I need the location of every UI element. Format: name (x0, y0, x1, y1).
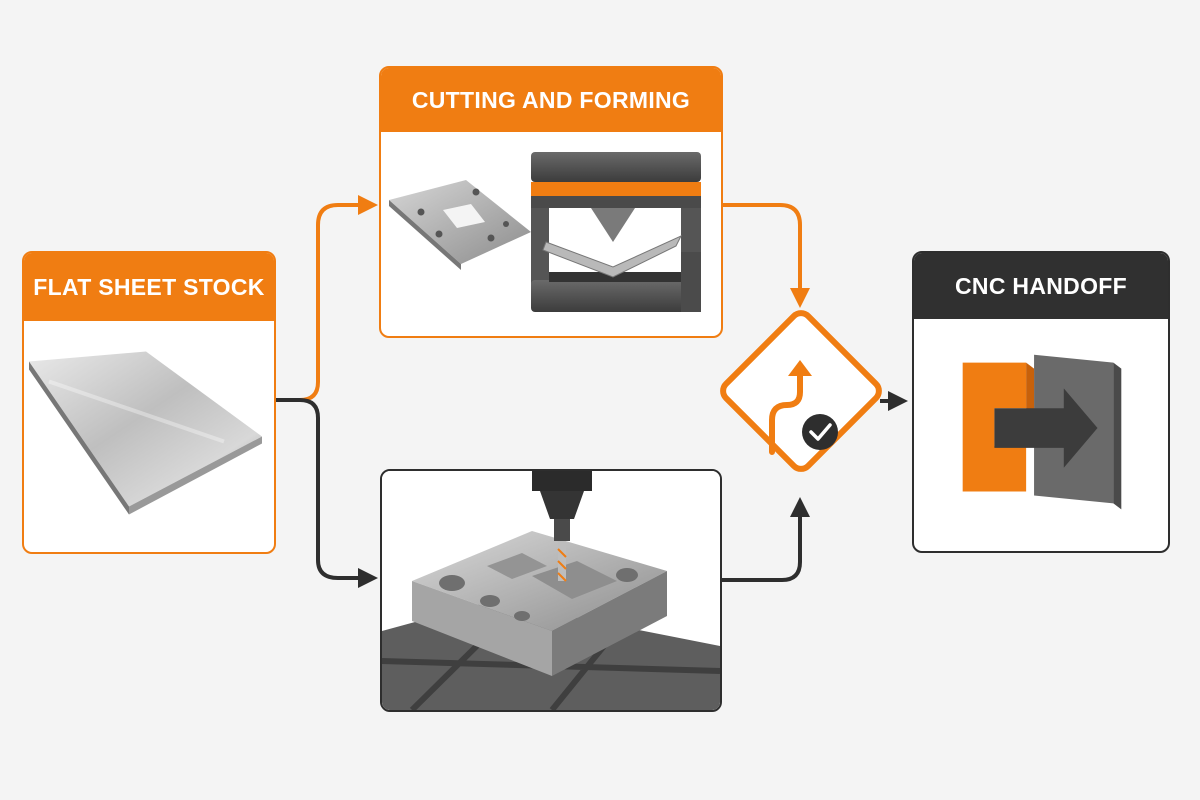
milling-illustration (382, 471, 720, 710)
merge-decision-node (720, 310, 882, 472)
checkmark-icon (802, 414, 838, 450)
route-merge-icon (769, 369, 803, 455)
handoff-arrow-icon (914, 319, 1168, 551)
cutting-and-forming-title: CUTTING AND FORMING (381, 68, 721, 132)
flat-sheet-stock-node: FLAT SHEET STOCK (22, 251, 276, 554)
cut-plate-icon (389, 180, 531, 270)
press-brake-illustration (381, 132, 721, 336)
cnc-milling-node (380, 469, 722, 712)
spindle-endmill-icon (532, 471, 592, 582)
cnc-handoff-node: CNC HANDOFF (912, 251, 1170, 553)
flat-sheet-stock-title: FLAT SHEET STOCK (24, 253, 274, 321)
flat-sheet-illustration (24, 321, 274, 552)
cnc-handoff-title: CNC HANDOFF (914, 253, 1168, 319)
machined-block-icon (412, 531, 667, 676)
connector-cutting-to-merge (723, 203, 810, 308)
connector-flat-to-cutting (276, 195, 378, 402)
connector-flat-to-milling (276, 398, 378, 588)
cutting-and-forming-node: CUTTING AND FORMING (379, 66, 723, 338)
press-brake-icon (531, 152, 701, 312)
connector-milling-to-merge (722, 497, 810, 582)
